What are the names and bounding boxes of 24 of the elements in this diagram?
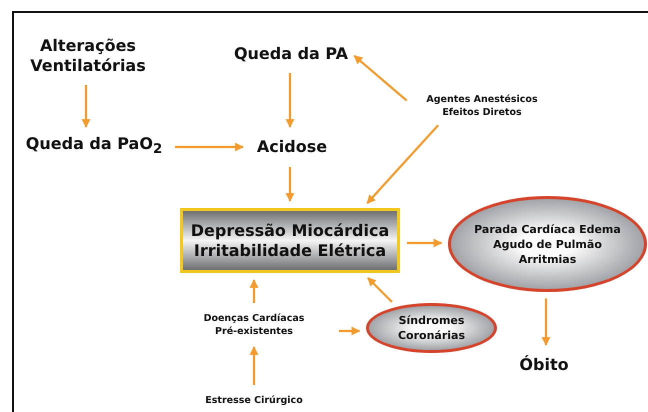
node-label: Síndromes Coronárias [396,313,466,343]
arrow [250,279,258,303]
arrow [82,85,90,128]
node-label: Doenças Cardíacas Pré-existentes [202,312,306,338]
arrow [286,73,294,128]
node-label: Alterações Ventilatórias [29,36,147,76]
arrow [354,54,408,102]
node-label: Agentes Anestésicos Efeitos Diretos [425,93,539,119]
node-label: Queda da PaO$_{2}$ [26,134,162,160]
arrow [366,124,440,204]
node-label: Estresse Cirúrgico [205,394,303,406]
arrow [367,277,393,303]
node-label: Depressão Miocárdica Irritabilidade Elétrica [190,220,390,260]
arrow [250,346,258,385]
node-label: Óbito [519,355,569,375]
arrow [407,238,442,248]
process-box [180,208,400,273]
node-label: Queda da PA [234,44,348,64]
arrow [542,298,550,346]
arrow [175,142,244,152]
arrow [339,326,360,336]
node-label: Acidose [256,137,328,157]
arrow [286,167,294,202]
node-label: Parada Cardíaca Edema Agudo de Pulmão Arritmias [473,222,622,266]
